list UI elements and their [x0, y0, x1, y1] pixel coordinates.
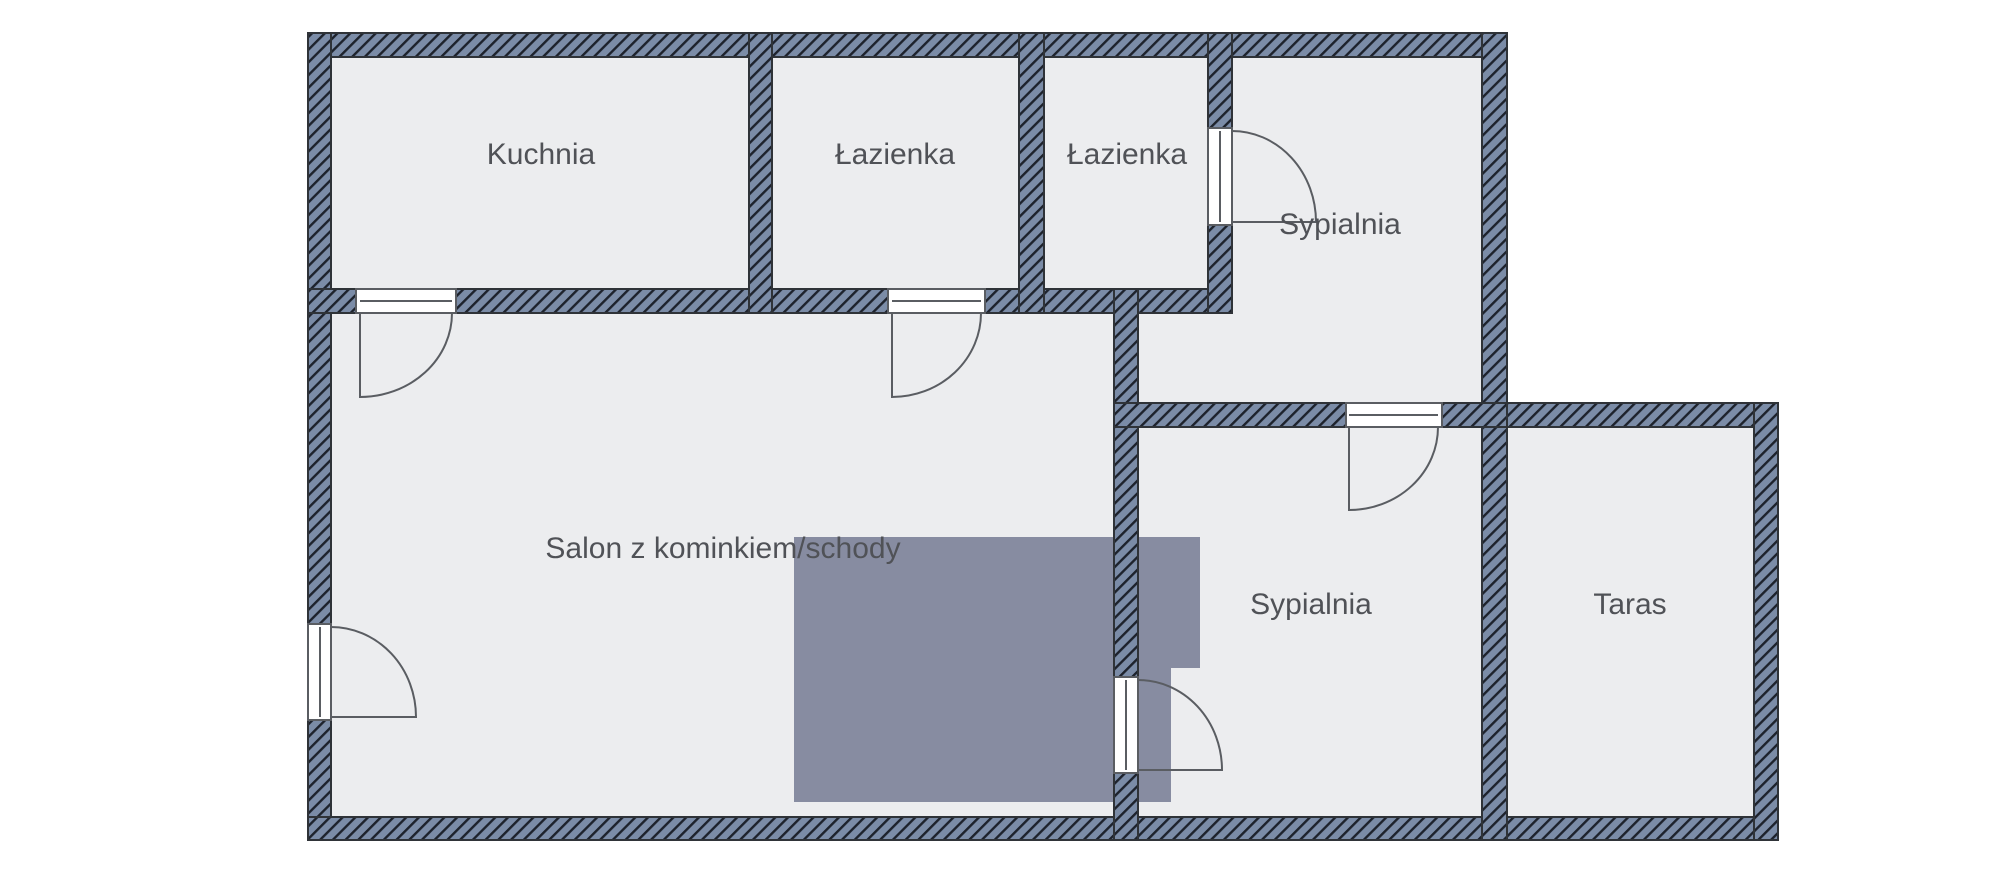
bathroom-2-floor: [1044, 57, 1208, 289]
label-bathroom-2: Łazienka: [1067, 138, 1187, 171]
wall-top: [307, 32, 1508, 58]
wall-bedrooms-divider: [1113, 402, 1508, 428]
label-bathroom-1: Łazienka: [835, 138, 955, 171]
terrace-floor: [1507, 427, 1754, 817]
kitchen-floor: [331, 57, 749, 289]
door-bedroom-1: [1207, 127, 1318, 226]
room-labels: Kuchnia Łazienka Łazienka Sypialnia Salo…: [487, 138, 1667, 621]
stairs-area: [794, 537, 1200, 802]
label-bedroom-2: Sypialnia: [1250, 588, 1372, 621]
wall-bath-bath: [1018, 32, 1045, 314]
label-bedroom-1: Sypialnia: [1279, 208, 1401, 241]
wall-terrace-right: [1753, 402, 1779, 841]
door-kitchen: [355, 288, 457, 399]
wall-terrace-top: [1481, 402, 1779, 428]
door-bedroom-2-top: [1345, 402, 1443, 512]
door-bathroom-1: [887, 288, 986, 399]
label-living-room: Salon z kominkiem/schody: [545, 532, 900, 565]
door-entrance: [307, 623, 418, 721]
bedroom-1-floor: [1138, 57, 1482, 403]
label-terrace: Taras: [1593, 588, 1666, 621]
door-bedroom-2-side: [1113, 676, 1224, 774]
wall-bottom: [307, 816, 1779, 841]
bathroom-1-floor: [772, 57, 1019, 289]
wall-bedroom-terrace: [1481, 402, 1508, 841]
doors: [307, 127, 1443, 774]
wall-right-upper: [1481, 32, 1508, 428]
wall-kitchen-bath: [748, 32, 773, 314]
label-kitchen: Kuchnia: [487, 138, 596, 171]
